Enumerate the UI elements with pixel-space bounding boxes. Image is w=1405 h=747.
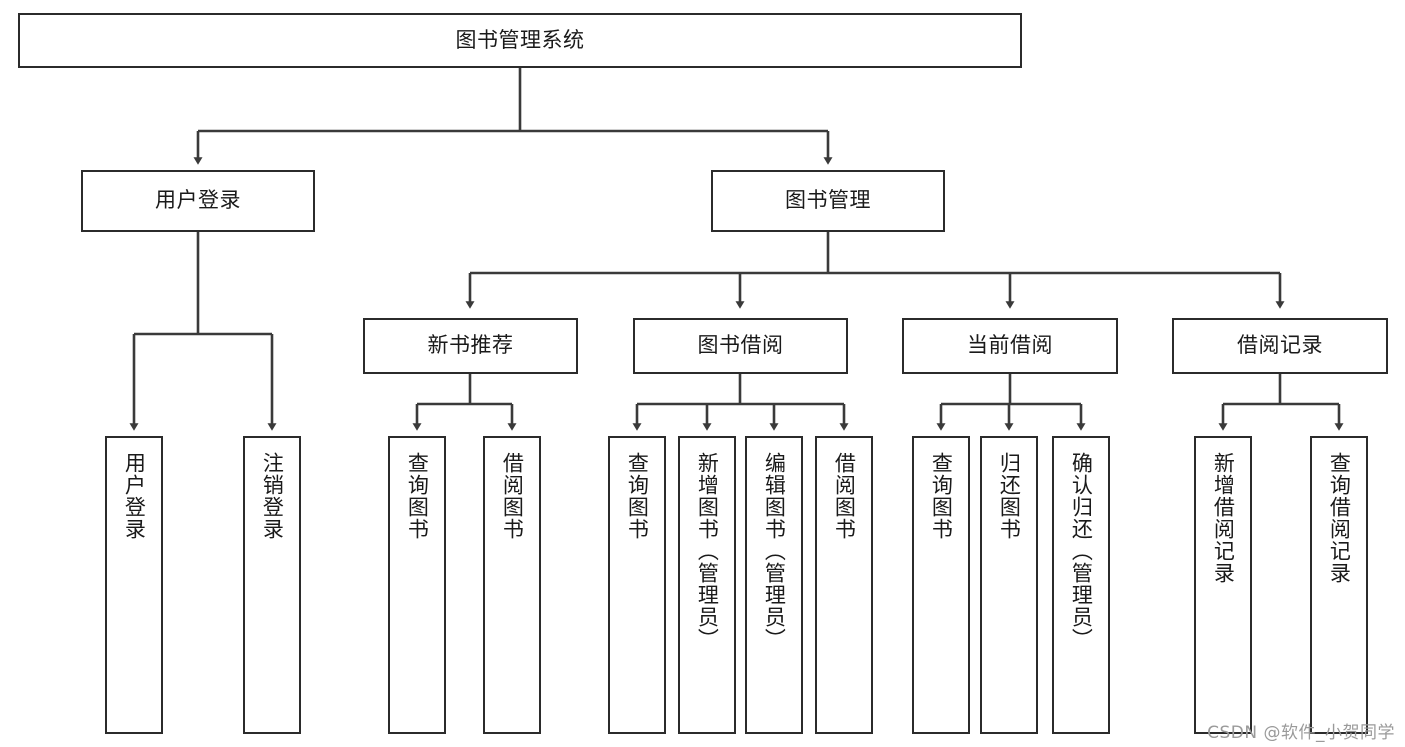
- leaf-current-borrow-return[interactable]: 归还图书: [980, 436, 1038, 734]
- node-new-book-recommend-label: 新书推荐: [427, 333, 514, 358]
- leaf-label: 查询图书: [929, 452, 954, 540]
- leaf-label: 查询图书: [405, 452, 430, 540]
- node-book-management[interactable]: 图书管理: [711, 170, 945, 232]
- leaf-label: 确认归还（管理员）: [1069, 452, 1094, 650]
- node-book-borrow-label: 图书借阅: [697, 333, 784, 358]
- leaf-label: 用户登录: [122, 452, 147, 540]
- node-new-book-recommend[interactable]: 新书推荐: [363, 318, 578, 374]
- leaf-label: 查询图书: [625, 452, 650, 540]
- node-borrow-record[interactable]: 借阅记录: [1172, 318, 1388, 374]
- leaf-label: 注销登录: [260, 452, 285, 540]
- leaf-label: 借阅图书: [832, 452, 857, 540]
- leaf-new-book-query[interactable]: 查询图书: [388, 436, 446, 734]
- leaf-label: 新增图书（管理员）: [695, 452, 720, 650]
- node-root-label: 图书管理系统: [455, 27, 585, 52]
- leaf-book-borrow-edit[interactable]: 编辑图书（管理员）: [745, 436, 803, 734]
- leaf-current-borrow-query[interactable]: 查询图书: [912, 436, 970, 734]
- leaf-book-borrow-query[interactable]: 查询图书: [608, 436, 666, 734]
- leaf-book-borrow-borrow[interactable]: 借阅图书: [815, 436, 873, 734]
- leaf-label: 借阅图书: [500, 452, 525, 540]
- node-current-borrow-label: 当前借阅: [967, 333, 1053, 358]
- leaf-new-book-borrow[interactable]: 借阅图书: [483, 436, 541, 734]
- node-borrow-record-label: 借阅记录: [1237, 333, 1323, 358]
- node-book-management-label: 图书管理: [785, 188, 871, 213]
- leaf-label: 归还图书: [997, 452, 1022, 540]
- node-root[interactable]: 图书管理系统: [18, 13, 1022, 68]
- leaf-user-login-login[interactable]: 用户登录: [105, 436, 163, 734]
- leaf-borrow-record-query[interactable]: 查询借阅记录: [1310, 436, 1368, 734]
- node-user-login-label: 用户登录: [155, 188, 241, 213]
- leaf-label: 编辑图书（管理员）: [762, 452, 787, 650]
- leaf-book-borrow-add[interactable]: 新增图书（管理员）: [678, 436, 736, 734]
- watermark: CSDN @软件_小贺同学: [1207, 723, 1395, 743]
- leaf-user-login-logout[interactable]: 注销登录: [243, 436, 301, 734]
- leaf-label: 查询借阅记录: [1327, 452, 1352, 584]
- leaf-current-borrow-confirm-return[interactable]: 确认归还（管理员）: [1052, 436, 1110, 734]
- node-user-login[interactable]: 用户登录: [81, 170, 315, 232]
- node-current-borrow[interactable]: 当前借阅: [902, 318, 1118, 374]
- node-book-borrow[interactable]: 图书借阅: [633, 318, 848, 374]
- leaf-label: 新增借阅记录: [1211, 452, 1236, 584]
- leaf-borrow-record-add[interactable]: 新增借阅记录: [1194, 436, 1252, 734]
